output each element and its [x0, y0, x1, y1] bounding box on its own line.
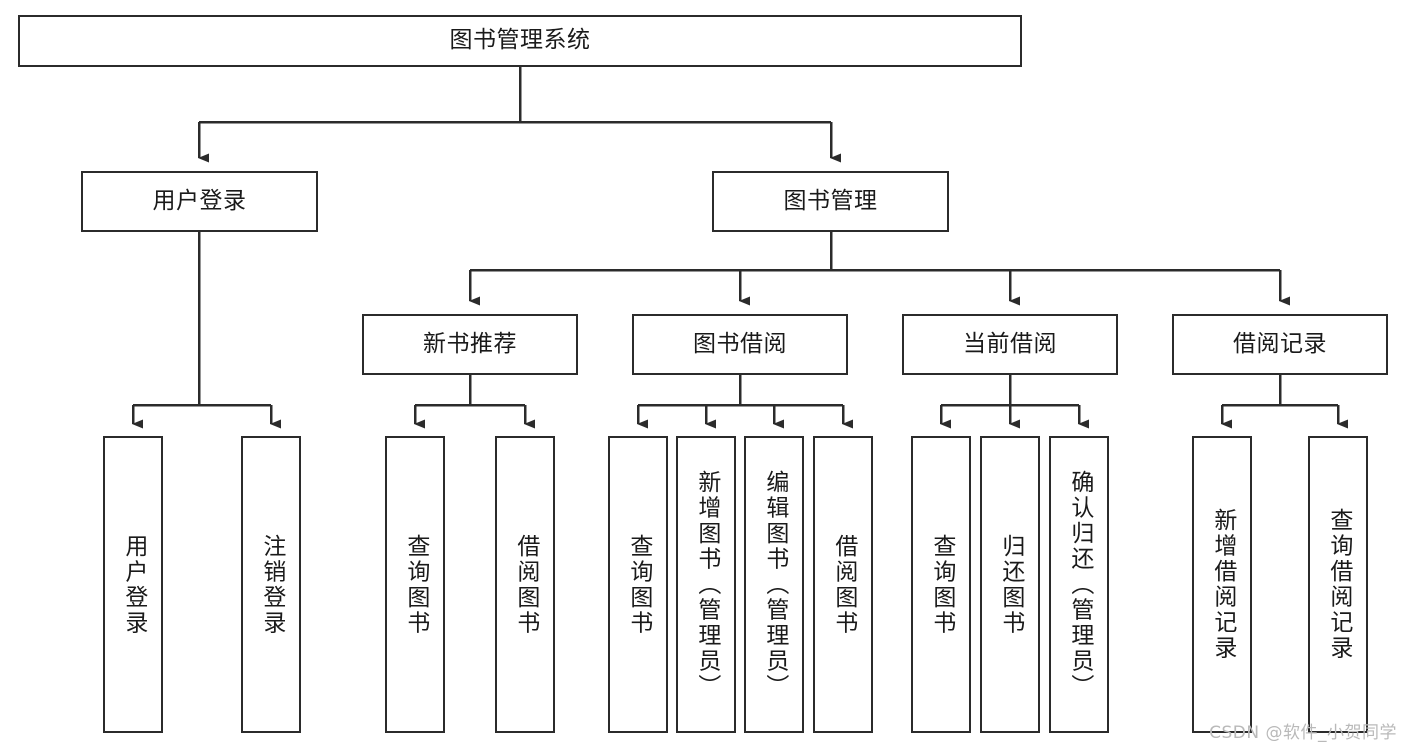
- node-book-management-label: 图书管理: [783, 187, 878, 214]
- node-user-login-label: 用户登录: [152, 187, 247, 214]
- node-leaf-return-book[interactable]: 归还图书: [980, 436, 1040, 733]
- node-leaf-query-book-2-label: 查询图书: [625, 533, 652, 636]
- node-current-borrow-label: 当前借阅: [963, 330, 1057, 357]
- node-leaf-add-book[interactable]: 新增图书（管理员）: [676, 436, 736, 733]
- node-root-system[interactable]: 图书管理系统: [18, 15, 1022, 67]
- node-leaf-borrow-book-1-label: 借阅图书: [512, 533, 539, 636]
- node-leaf-query-book-1[interactable]: 查询图书: [385, 436, 445, 733]
- node-leaf-query-book-2[interactable]: 查询图书: [608, 436, 668, 733]
- node-user-login[interactable]: 用户登录: [81, 171, 318, 232]
- node-leaf-borrow-book-2-label: 借阅图书: [830, 533, 857, 636]
- node-leaf-edit-book[interactable]: 编辑图书（管理员）: [744, 436, 804, 733]
- node-root-system-label: 图书管理系统: [449, 27, 591, 54]
- node-new-book-recommend-label: 新书推荐: [423, 330, 517, 357]
- node-leaf-logout[interactable]: 注销登录: [241, 436, 301, 733]
- node-leaf-return-book-label: 归还图书: [997, 533, 1024, 636]
- node-borrow-record[interactable]: 借阅记录: [1172, 314, 1388, 375]
- node-borrow-record-label: 借阅记录: [1233, 330, 1327, 357]
- node-leaf-user-login[interactable]: 用户登录: [103, 436, 163, 733]
- node-book-borrow-label: 图书借阅: [693, 330, 787, 357]
- node-leaf-user-login-label: 用户登录: [120, 533, 147, 636]
- node-leaf-query-record[interactable]: 查询借阅记录: [1308, 436, 1368, 733]
- node-leaf-borrow-book-2[interactable]: 借阅图书: [813, 436, 873, 733]
- node-leaf-query-book-1-label: 查询图书: [402, 533, 429, 636]
- node-leaf-add-book-label: 新增图书（管理员）: [693, 469, 720, 700]
- node-leaf-confirm-return-label: 确认归还（管理员）: [1066, 469, 1093, 700]
- node-leaf-query-book-3-label: 查询图书: [928, 533, 955, 636]
- node-book-management[interactable]: 图书管理: [712, 171, 949, 232]
- node-leaf-query-book-3[interactable]: 查询图书: [911, 436, 971, 733]
- node-leaf-logout-label: 注销登录: [258, 533, 285, 636]
- node-leaf-edit-book-label: 编辑图书（管理员）: [761, 469, 788, 700]
- node-leaf-add-record[interactable]: 新增借阅记录: [1192, 436, 1252, 733]
- node-leaf-borrow-book-1[interactable]: 借阅图书: [495, 436, 555, 733]
- node-book-borrow[interactable]: 图书借阅: [632, 314, 848, 375]
- node-current-borrow[interactable]: 当前借阅: [902, 314, 1118, 375]
- node-new-book-recommend[interactable]: 新书推荐: [362, 314, 578, 375]
- node-leaf-confirm-return[interactable]: 确认归还（管理员）: [1049, 436, 1109, 733]
- node-leaf-add-record-label: 新增借阅记录: [1209, 508, 1236, 661]
- node-leaf-query-record-label: 查询借阅记录: [1325, 508, 1352, 661]
